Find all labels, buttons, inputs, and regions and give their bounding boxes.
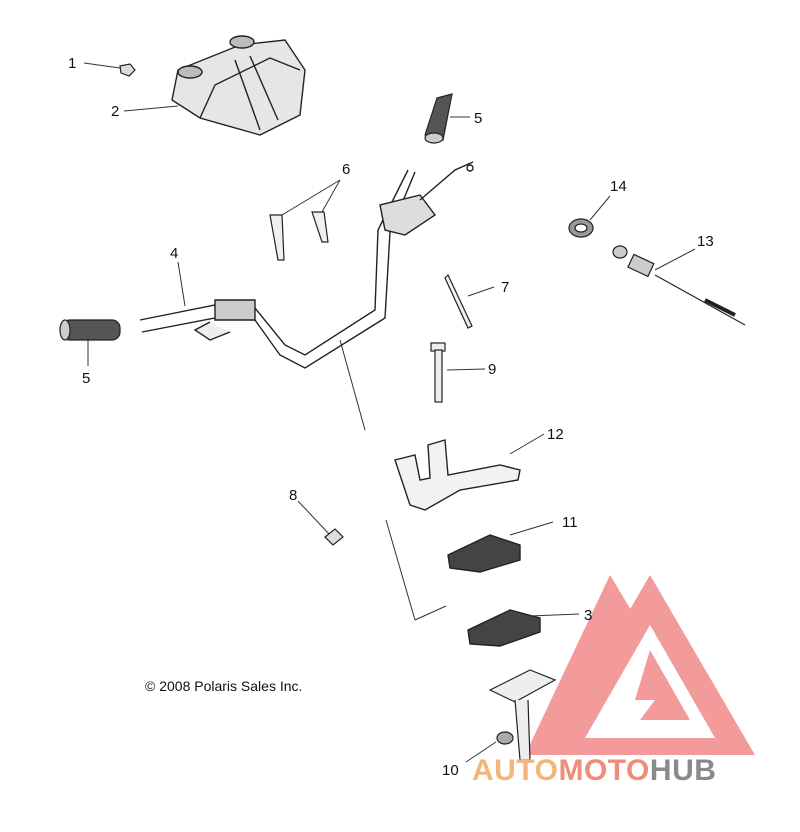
- watermark-logo: [525, 575, 755, 755]
- part-12-bracket: [394, 439, 521, 511]
- part-3-clamp: [467, 609, 541, 647]
- part-10-nut-and-post: [488, 669, 557, 761]
- copyright-text: © 2008 Polaris Sales Inc.: [145, 678, 303, 694]
- part-9-bolt: [430, 342, 446, 403]
- part-6-brackets: [269, 211, 329, 261]
- callout-5: 5: [474, 110, 483, 127]
- callout-12: 12: [547, 426, 564, 443]
- watermark-auto: AUTO: [472, 754, 559, 787]
- callout-1: 1: [68, 55, 77, 72]
- part-5-grip-left: [59, 319, 121, 341]
- watermark-text: AUTOMOTOHUB: [472, 754, 716, 788]
- leader-lines: [83, 62, 696, 763]
- part-2-handlebar-cover: [171, 35, 306, 136]
- callout-4: 4: [170, 245, 179, 262]
- watermark-moto: MOTO: [558, 754, 650, 787]
- callout-3: 3: [584, 607, 593, 624]
- callout-2: 2: [111, 103, 120, 120]
- callout-6: 6: [342, 161, 351, 178]
- part-8-bolt: [324, 528, 344, 546]
- callout-13: 13: [697, 233, 714, 250]
- part-1-rivet: [119, 63, 136, 77]
- part-4-handlebar: [139, 161, 474, 369]
- callout-11: 11: [562, 514, 578, 531]
- callout-10: 10: [442, 762, 459, 779]
- callout-9: 9: [488, 361, 497, 378]
- part-11-clamp: [447, 534, 521, 573]
- callout-5b: 5: [82, 370, 91, 387]
- watermark-hub: HUB: [649, 754, 717, 787]
- part-5-grip-right: [424, 93, 453, 144]
- callout-7: 7: [501, 279, 510, 296]
- part-14-boot: [568, 218, 594, 238]
- callout-14: 14: [610, 178, 627, 195]
- part-13-cable: [612, 245, 746, 326]
- callout-8: 8: [289, 487, 298, 504]
- part-7-strap: [444, 273, 473, 329]
